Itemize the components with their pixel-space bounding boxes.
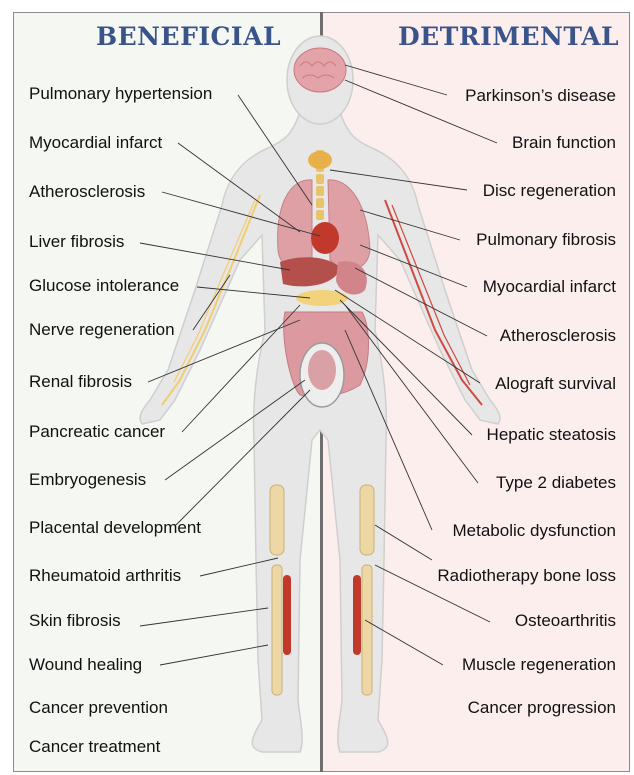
- brain-icon: [294, 48, 346, 92]
- detrimental-label-brain-function: Brain function: [512, 133, 616, 153]
- detrimental-label-alograft-survival: Alograft survival: [495, 374, 616, 394]
- beneficial-label-wound-healing: Wound healing: [29, 655, 142, 675]
- beneficial-label-pulmonary-hypertension: Pulmonary hypertension: [29, 84, 212, 104]
- beneficial-label-cancer-prevention: Cancer prevention: [29, 698, 168, 718]
- detrimental-label-osteoarthritis: Osteoarthritis: [515, 611, 616, 631]
- beneficial-label-pancreatic-cancer: Pancreatic cancer: [29, 422, 165, 442]
- beneficial-label-myocardial-infarct: Myocardial infarct: [29, 133, 162, 153]
- beneficial-label-glucose-intolerance: Glucose intolerance: [29, 276, 179, 296]
- beneficial-label-placental-development: Placental development: [29, 518, 201, 538]
- beneficial-label-rheumatoid-arthritis: Rheumatoid arthritis: [29, 566, 181, 586]
- detrimental-label-cancer-progression: Cancer progression: [468, 698, 616, 718]
- beneficial-label-liver-fibrosis: Liver fibrosis: [29, 232, 124, 252]
- detrimental-label-disc-regeneration: Disc regeneration: [483, 181, 616, 201]
- beneficial-label-embryogenesis: Embryogenesis: [29, 470, 146, 490]
- detrimental-label-myocardial-infarct: Myocardial infarct: [483, 277, 616, 297]
- detrimental-label-radiotherapy-bone-loss: Radiotherapy bone loss: [437, 566, 616, 586]
- detrimental-label-muscle-regeneration: Muscle regeneration: [462, 655, 616, 675]
- detrimental-label-atherosclerosis: Atherosclerosis: [500, 326, 616, 346]
- beneficial-label-atherosclerosis: Atherosclerosis: [29, 182, 145, 202]
- beneficial-label-skin-fibrosis: Skin fibrosis: [29, 611, 121, 631]
- pancreas-icon: [296, 290, 348, 306]
- embryo-icon: [308, 350, 336, 390]
- heart-icon: [311, 222, 339, 254]
- beneficial-label-renal-fibrosis: Renal fibrosis: [29, 372, 132, 392]
- detrimental-label-hepatic-steatosis: Hepatic steatosis: [487, 425, 616, 445]
- detrimental-label-pulmonary-fibrosis: Pulmonary fibrosis: [476, 230, 616, 250]
- detrimental-label-metabolic-dysfunction: Metabolic dysfunction: [453, 521, 616, 541]
- detrimental-label-type-2-diabetes: Type 2 diabetes: [496, 473, 616, 493]
- beneficial-label-cancer-treatment: Cancer treatment: [29, 737, 160, 757]
- thyroid-icon: [308, 151, 332, 169]
- detrimental-label-parkinsons-disease: Parkinson’s disease: [465, 86, 616, 106]
- beneficial-label-nerve-regeneration: Nerve regeneration: [29, 320, 175, 340]
